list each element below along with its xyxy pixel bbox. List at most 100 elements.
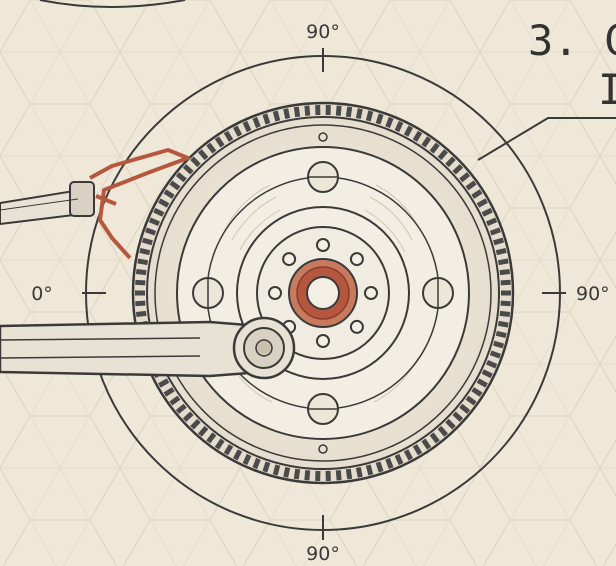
gear-tooth: [252, 116, 261, 129]
gear-tooth: [355, 467, 363, 478]
gear-tooth: [190, 418, 201, 430]
gear-tooth: [385, 457, 394, 470]
breaker-arm: [0, 316, 296, 380]
crank-bolt-holes: [268, 238, 378, 348]
gear-tooth: [495, 330, 507, 338]
gear-tooth: [158, 378, 170, 388]
gear-tooth: [182, 164, 194, 175]
gear-tooth: [214, 136, 225, 148]
gear-tooth: [233, 125, 243, 137]
gear-tooth: [139, 248, 151, 256]
gear-tooth: [175, 403, 187, 414]
gear-tooth: [489, 227, 501, 236]
bolt-hole: [349, 319, 364, 334]
bolt-hole: [316, 238, 330, 252]
gear-tooth: [272, 464, 281, 476]
gear-tooth: [135, 269, 147, 276]
gear-tooth: [325, 470, 331, 481]
gear-tooth: [198, 425, 209, 437]
gear-tooth: [365, 110, 374, 122]
gear-tooth: [135, 279, 146, 286]
ring-gear-inner-edge: [146, 116, 500, 470]
gear-tooth: [465, 395, 477, 406]
gear-tooth: [403, 449, 413, 461]
gear-tooth: [421, 438, 432, 450]
gear-tooth: [471, 189, 483, 199]
gear-tooth: [141, 237, 153, 246]
gear-tooth: [500, 300, 511, 307]
gear-tooth: [459, 172, 471, 183]
gear-tooth: [385, 116, 394, 129]
mounting-hole-bars: [207, 176, 439, 410]
gear-tooth: [335, 470, 342, 481]
gear-tooth: [412, 444, 423, 456]
gear-tooth: [345, 106, 353, 118]
gear-tooth: [500, 279, 511, 286]
bolt-hole: [268, 286, 282, 300]
gear-tooth: [375, 113, 384, 125]
gear-tooth: [163, 189, 175, 199]
bolt-hole: [316, 334, 330, 348]
gear-tooth: [437, 425, 448, 437]
gear-tooth: [182, 411, 194, 422]
gear-tooth: [325, 105, 331, 116]
gear-tooth: [476, 378, 488, 388]
gear-tooth: [481, 369, 493, 379]
gear-tooth: [365, 464, 374, 476]
gear-tooth: [497, 320, 509, 328]
gear-tooth: [486, 359, 498, 369]
flywheel-lock-clamp: [89, 148, 190, 260]
locking-bar: [0, 181, 95, 226]
center-bore: [306, 276, 340, 310]
gear-tooth: [206, 142, 217, 154]
gear-tooth: [481, 207, 493, 217]
bolt-hole: [349, 252, 364, 267]
gear-tooth: [493, 340, 505, 349]
gear-tooth: [476, 198, 488, 208]
angle-label-left: 0°: [31, 283, 53, 305]
gear-tooth: [345, 468, 353, 480]
angle-label-bottom: 90°: [306, 543, 340, 565]
gear-tooth: [242, 120, 252, 133]
gear-tooth: [394, 120, 404, 133]
gear-tooth: [394, 453, 404, 466]
gear-tooth: [175, 172, 187, 183]
gear-tooth: [315, 105, 321, 116]
gear-tooth: [495, 248, 507, 256]
step-title-line2: I: [598, 65, 616, 114]
gear-tooth: [135, 300, 146, 307]
gear-tooth: [497, 258, 509, 266]
gear-tooth: [145, 227, 157, 236]
gear-tooth: [223, 130, 234, 142]
gear-tooth: [158, 198, 170, 208]
gear-tooth: [452, 164, 464, 175]
gear-tooth: [304, 470, 311, 481]
gear-tooth: [304, 105, 311, 116]
title-leader-line: [477, 117, 616, 161]
gear-tooth: [293, 468, 301, 480]
gear-tooth: [421, 136, 432, 148]
gear-tooth: [198, 149, 209, 161]
gear-tooth: [233, 449, 243, 461]
gear-tooth: [214, 438, 225, 450]
angle-label-right: 90°: [576, 283, 610, 305]
gear-tooth: [375, 461, 384, 473]
gear-tooth: [471, 387, 483, 397]
gear-tooth: [190, 156, 201, 168]
gear-tooth: [135, 290, 145, 296]
step-title: 3. C: [528, 16, 616, 65]
gear-tooth: [445, 418, 456, 430]
gear-tooth: [169, 395, 181, 406]
gear-tooth: [493, 237, 505, 246]
gear-tooth: [437, 149, 448, 161]
top-arc-fragment: [39, 0, 186, 8]
bolt-hole: [364, 286, 378, 300]
gear-tooth: [489, 350, 501, 359]
gear-tooth: [153, 207, 165, 217]
gear-tooth: [283, 108, 291, 119]
gear-tooth: [501, 290, 511, 296]
gear-tooth: [272, 110, 281, 122]
gear-tooth: [242, 453, 252, 466]
gear-tooth: [137, 258, 149, 266]
